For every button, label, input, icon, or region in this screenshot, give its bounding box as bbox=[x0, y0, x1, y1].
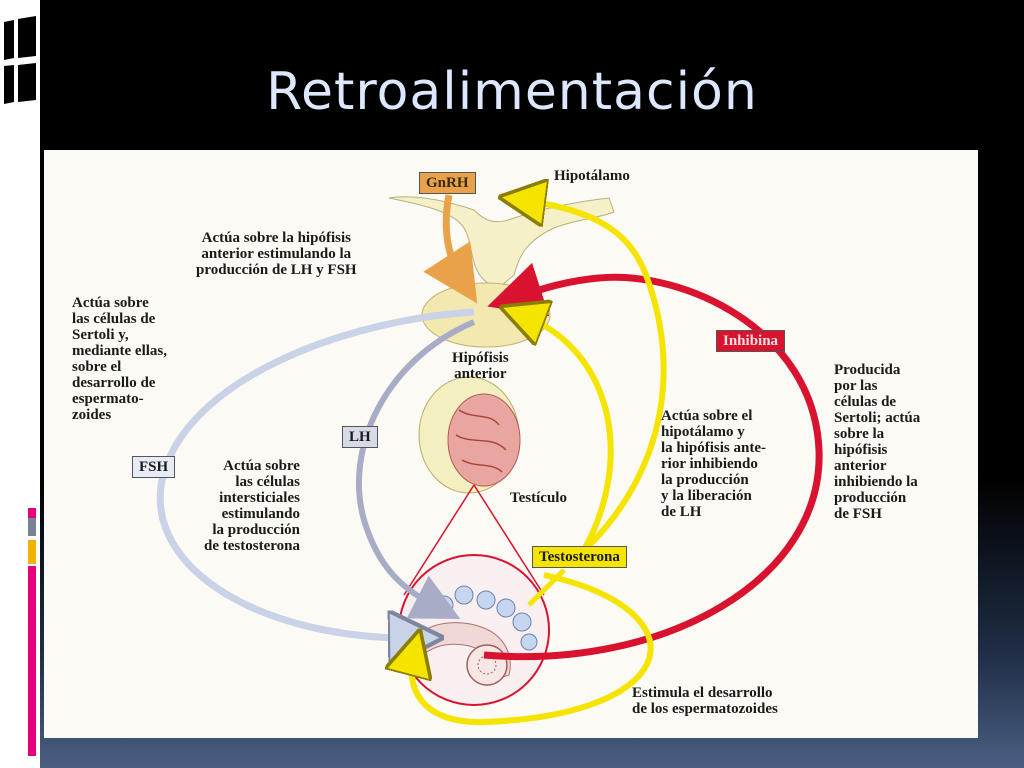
diagram-panel: GnRH Hipotálamo Actúa sobre la hipófisis… bbox=[44, 150, 978, 738]
testiculo-label: Testículo bbox=[510, 490, 567, 506]
inhibina-arrow bbox=[483, 262, 823, 661]
fsh-arrow bbox=[156, 308, 475, 638]
inhibina-tag: Inhibina bbox=[716, 330, 786, 352]
hormone-feedback-diagram bbox=[156, 150, 823, 726]
side-marker-pink-2 bbox=[28, 566, 36, 756]
testosterona-tag: Testosterona bbox=[532, 546, 627, 568]
hipotalamo-label: Hipotálamo bbox=[554, 168, 630, 184]
testosterona-to-hypothalamus-arrow bbox=[522, 200, 667, 563]
hypothalamus-shape bbox=[388, 196, 615, 291]
testosterona-to-sperm-arrow bbox=[412, 572, 654, 726]
testis-illustration bbox=[418, 376, 521, 494]
lh-tag: LH bbox=[342, 426, 378, 448]
fsh-tag: FSH bbox=[132, 456, 176, 478]
gnrh-description: Actúa sobre la hipófisis anterior estimu… bbox=[196, 230, 357, 278]
side-marker-pink-1 bbox=[28, 508, 36, 518]
espermatozoides-description: Estimula el desarrollo de los espermatoz… bbox=[632, 685, 778, 717]
testosterona-description: Actúa sobre el hipotálamo y la hipófisis… bbox=[661, 408, 767, 520]
gnrh-arrow bbox=[423, 194, 478, 304]
fsh-description: Actúa sobre las células de Sertoli y, me… bbox=[72, 295, 167, 423]
side-marker-gray bbox=[28, 518, 36, 536]
testosterona-to-pituitary-arrow bbox=[522, 315, 614, 552]
gnrh-tag: GnRH bbox=[419, 172, 476, 194]
slide-title: Retroalimentación bbox=[266, 62, 758, 122]
side-marker-yellow bbox=[28, 540, 36, 564]
inhibina-description: Producida por las células de Sertoli; ac… bbox=[834, 362, 921, 522]
lh-description: Actúa sobre las células intersticiales e… bbox=[204, 458, 300, 554]
hipofisis-label: Hipófisis anterior bbox=[452, 350, 509, 382]
tubule-magnified-view bbox=[398, 554, 550, 706]
testosterona-stalk bbox=[527, 568, 566, 607]
lh-arrow bbox=[355, 319, 476, 619]
windows-logo-icon bbox=[4, 16, 36, 104]
